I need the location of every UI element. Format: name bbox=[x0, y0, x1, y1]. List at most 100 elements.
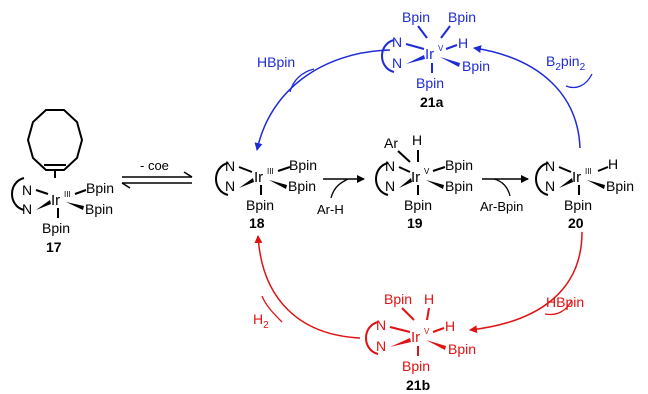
hbpin-hook-red bbox=[544, 299, 573, 316]
bond bbox=[277, 166, 291, 172]
bpin-group: Bpin bbox=[462, 58, 490, 74]
wedge-bond bbox=[239, 178, 254, 188]
reagent-coe: - coe bbox=[140, 158, 169, 173]
oxidation-state: III bbox=[64, 190, 71, 199]
n-atom: N bbox=[392, 55, 402, 71]
wedge-bond bbox=[587, 180, 605, 189]
reagent-h2: H2 bbox=[253, 311, 269, 331]
arrow-21a-to-18 bbox=[254, 49, 391, 151]
bond bbox=[558, 166, 572, 173]
iridium-atom: Ir bbox=[572, 169, 581, 186]
iridium-atom: Ir bbox=[254, 169, 263, 186]
reagent-arbpin: Ar-Bpin bbox=[480, 199, 523, 214]
compound-21b: Bpin H N N Ir V H Bpin Bpin 21b bbox=[365, 291, 476, 393]
bpin-group: Bpin bbox=[416, 75, 444, 91]
n-atom: N bbox=[225, 158, 235, 174]
bpin-group: Bpin bbox=[384, 291, 412, 307]
bond bbox=[417, 25, 428, 39]
bond bbox=[432, 327, 445, 333]
compound-17: N N Ir III Bpin Bpin Bpin 17 bbox=[11, 109, 114, 255]
n-atom: N bbox=[376, 317, 386, 333]
arrow-20-to-21b bbox=[469, 231, 583, 334]
reagent-b2pin2: B2pin2 bbox=[546, 53, 586, 73]
compound-18: N N Ir III Bpin Bpin Bpin 18 bbox=[215, 157, 317, 231]
ar-group: Ar bbox=[384, 135, 398, 151]
reagent-hbpin: HBpin bbox=[257, 54, 295, 70]
bidentate-arc-21b bbox=[365, 321, 379, 355]
bpin-group: Bpin bbox=[288, 178, 316, 194]
arrow-18-to-19: Ar-H bbox=[317, 175, 365, 217]
arrow-21b-to-18 bbox=[254, 235, 361, 339]
bond bbox=[35, 189, 49, 195]
wedge-bond bbox=[36, 200, 51, 210]
bond bbox=[440, 25, 451, 39]
iridium-atom: Ir bbox=[51, 192, 60, 209]
wedge-bond bbox=[426, 180, 444, 189]
bpin-group: Bpin bbox=[246, 197, 274, 213]
compound-19: Ar H N N Ir V Bpin Bpin Bpin 19 bbox=[375, 132, 473, 231]
bpin-group: Bpin bbox=[448, 341, 476, 357]
compound-label-21b: 21b bbox=[406, 377, 430, 393]
bidentate-arc-17 bbox=[11, 177, 25, 211]
bpin-group: Bpin bbox=[564, 197, 592, 213]
bond bbox=[397, 150, 411, 163]
bpin-group: Bpin bbox=[289, 157, 317, 173]
h-atom: H bbox=[412, 132, 422, 148]
bidentate-arc-18 bbox=[215, 162, 229, 196]
wedge-bond bbox=[399, 178, 412, 188]
n-atom: N bbox=[376, 338, 386, 354]
hbpin-hook-blue bbox=[289, 68, 315, 93]
bidentate-arc-20 bbox=[535, 162, 549, 196]
n-atom: N bbox=[392, 34, 402, 50]
equilibrium-arrows: - coe bbox=[121, 158, 193, 189]
bpin-group: Bpin bbox=[448, 9, 476, 25]
iridium-atom: Ir bbox=[425, 46, 434, 63]
n-atom: N bbox=[545, 178, 555, 194]
wedge-bond bbox=[406, 55, 425, 64]
bond bbox=[74, 189, 87, 195]
bond bbox=[398, 166, 411, 173]
wedge-bond bbox=[440, 57, 460, 67]
iridium-atom: Ir bbox=[411, 329, 420, 346]
compound-20: N N Ir III H Bpin Bpin 20 bbox=[535, 156, 634, 231]
wedge-bond bbox=[66, 202, 84, 210]
n-atom: N bbox=[22, 182, 32, 198]
bpin-group: Bpin bbox=[445, 178, 473, 194]
reagent-hbpin: HBpin bbox=[546, 294, 584, 310]
wedge-bond bbox=[559, 178, 573, 188]
cyclooctene-ring bbox=[26, 109, 84, 171]
compound-label-20: 20 bbox=[568, 215, 584, 231]
h-atom: H bbox=[458, 35, 468, 51]
bpin-group: Bpin bbox=[402, 358, 430, 374]
oxidation-state: III bbox=[267, 167, 274, 176]
h-atom: H bbox=[424, 291, 434, 307]
wedge-bond bbox=[390, 338, 411, 347]
bpin-group: Bpin bbox=[404, 197, 432, 213]
h2-hook bbox=[261, 295, 283, 323]
oxidation-state: V bbox=[424, 167, 430, 176]
bond bbox=[426, 307, 430, 321]
reagent-arh: Ar-H bbox=[317, 202, 344, 217]
wedge-bond bbox=[269, 180, 287, 189]
h-atom: H bbox=[608, 156, 618, 172]
bond bbox=[405, 43, 425, 50]
n-atom: N bbox=[225, 178, 235, 194]
h-atom: H bbox=[445, 318, 455, 334]
bidentate-arc-19 bbox=[375, 162, 389, 196]
bpin-group: Bpin bbox=[445, 157, 473, 173]
bond bbox=[389, 326, 411, 333]
arrow-20-to-21a bbox=[473, 45, 581, 149]
bond bbox=[597, 166, 609, 172]
bond bbox=[238, 166, 253, 173]
n-atom: N bbox=[385, 178, 395, 194]
n-atom: N bbox=[22, 201, 32, 217]
oxidation-state: V bbox=[424, 327, 430, 336]
n-atom: N bbox=[545, 158, 555, 174]
bpin-group: Bpin bbox=[402, 9, 430, 25]
wedge-bond bbox=[426, 340, 446, 350]
b2pin2-hook bbox=[565, 73, 593, 89]
bond bbox=[401, 307, 415, 321]
compound-label-21a: 21a bbox=[420, 94, 444, 110]
